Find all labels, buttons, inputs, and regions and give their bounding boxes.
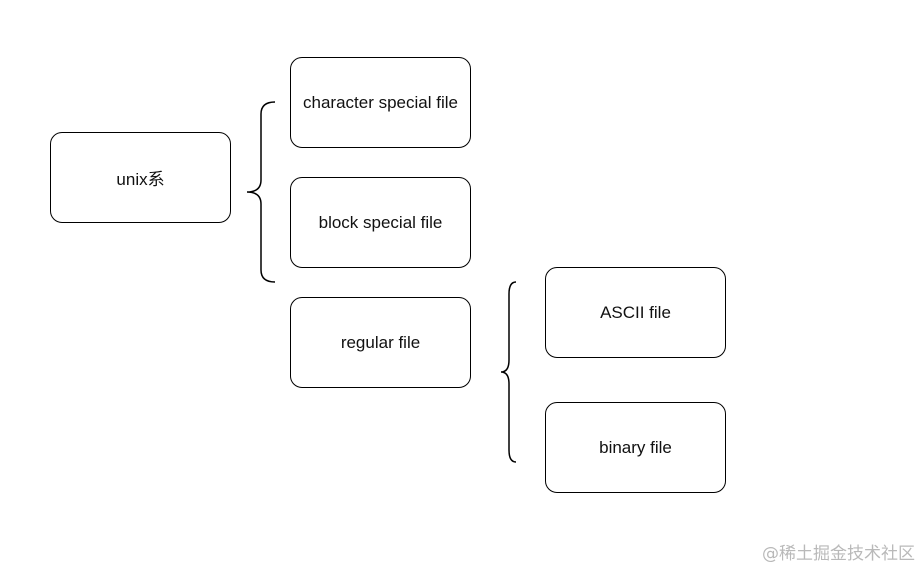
node-binary-file-label: binary file (599, 437, 672, 457)
node-regular-file-label: regular file (340, 332, 421, 352)
node-unix: unix系 (50, 132, 231, 223)
curly-brace-regular-children (500, 281, 517, 463)
node-regular-file: regular file (290, 297, 471, 388)
node-character-special-file: character special file (290, 57, 471, 148)
curly-brace-unix-children (246, 101, 276, 283)
node-unix-label: unix系 (116, 170, 165, 189)
watermark: @稀土掘金技术社区 (762, 544, 915, 564)
node-block-special-file-label: block special file (318, 212, 443, 232)
node-binary-file: binary file (545, 402, 726, 493)
node-block-special-file: block special file (290, 177, 471, 268)
node-ascii-file: ASCII file (545, 267, 726, 358)
node-ascii-file-label: ASCII file (600, 302, 671, 322)
node-character-special-file-label: character special file (303, 92, 458, 112)
